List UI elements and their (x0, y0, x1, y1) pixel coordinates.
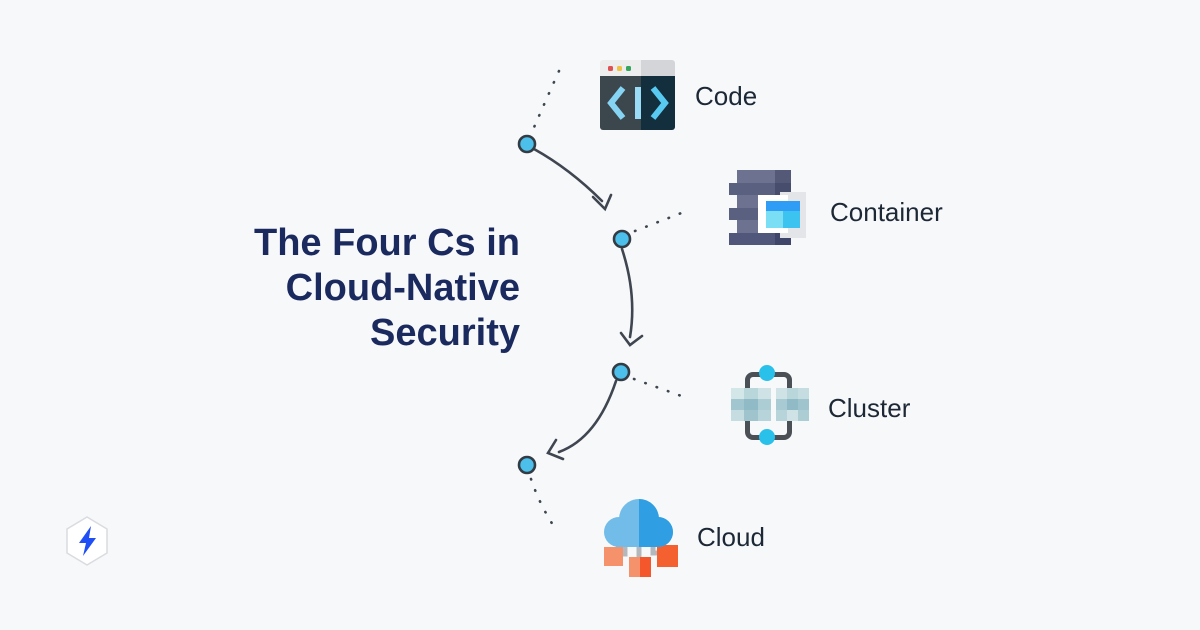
flow-node-4 (517, 455, 537, 475)
code-brackets-icon (607, 86, 669, 120)
cluster-node-dot-bottom (759, 429, 775, 445)
flow-node-1 (517, 134, 537, 154)
dotted-line-2 (633, 210, 686, 233)
cluster-frame-icon (725, 362, 810, 448)
cluster-blocks-left (731, 388, 771, 421)
window-titlebar (600, 60, 675, 76)
page-title: The Four Cs in Cloud-Native Security (160, 221, 520, 356)
blue-window-glyph (766, 201, 800, 228)
brand-logo (66, 516, 108, 566)
stack-bar (729, 182, 791, 195)
dotted-line-3 (632, 377, 689, 400)
item-label-code: Code (695, 81, 758, 111)
window-dot-green (626, 66, 631, 71)
title-line: Cloud-Native (285, 267, 520, 309)
container-stack-icon (728, 168, 813, 260)
lightning-bolt-icon (79, 526, 96, 556)
arrowhead-3 (546, 438, 565, 461)
window-dot-red (608, 66, 613, 71)
cluster-blocks-right (776, 388, 809, 421)
stack-bar (737, 170, 791, 183)
flow-node-2 (612, 229, 632, 249)
cloud-network-icon (598, 492, 683, 584)
dotted-line-4 (529, 477, 555, 527)
stack-bar (729, 232, 791, 245)
arrow-container-to-cluster (620, 247, 634, 339)
dotted-line-1 (530, 69, 561, 134)
arrow-code-to-container (532, 147, 604, 203)
cluster-node-dot-top (759, 365, 775, 381)
item-label-cloud: Cloud (697, 522, 765, 552)
title-line: The Four Cs in (254, 222, 520, 264)
cloud-graphic (604, 499, 678, 577)
arrowhead-2 (619, 331, 644, 347)
code-window-icon (600, 60, 675, 130)
arrow-cluster-to-cloud (557, 379, 618, 454)
arrowhead-1 (591, 193, 613, 212)
window-dot-yellow (617, 66, 622, 71)
item-label-cluster: Cluster (828, 393, 911, 423)
title-line: Security (370, 312, 520, 354)
flow-node-3 (611, 362, 631, 382)
item-label-container: Container (830, 197, 943, 227)
